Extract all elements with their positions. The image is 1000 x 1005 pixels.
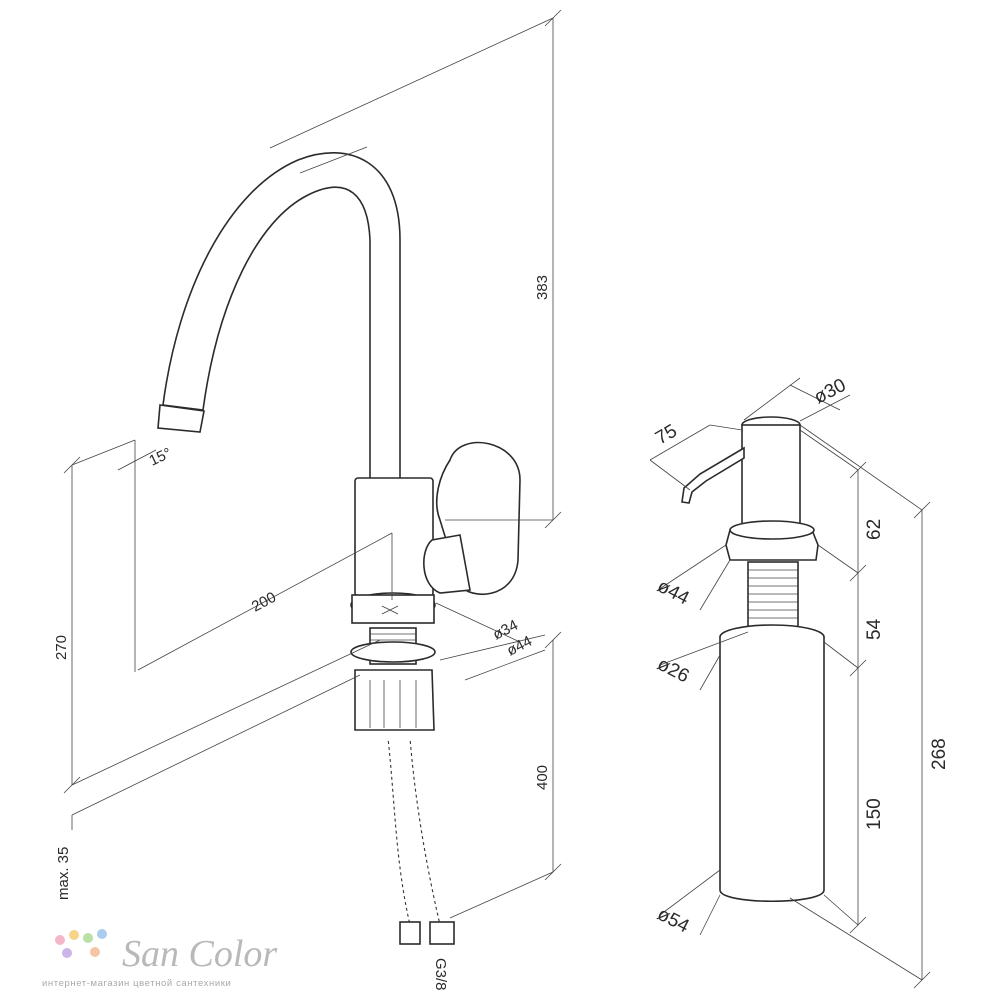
hose-right (409, 737, 441, 926)
dim-383-label: 383 (534, 275, 551, 300)
faucet-spout-tip (157, 404, 205, 433)
dim-d54-label: ø54 (654, 904, 693, 938)
logo-tagline: интернет-магазин цветной сантехники (42, 978, 231, 989)
base-center-mark-2 (381, 605, 399, 615)
dispenser-nozzle (681, 446, 745, 504)
logo-dot (83, 933, 93, 943)
faucet-drawing: 383 400 270 max. 35 200 15° ø34 ø44 (53, 9, 562, 991)
hose-fitting-left (399, 921, 421, 945)
dim-75-label: 75 (652, 421, 681, 450)
dim-400-label: 400 (534, 765, 551, 790)
logo-dot (69, 930, 79, 940)
faucet-lever-hub (423, 534, 471, 594)
faucet-body (354, 477, 434, 597)
faucet-fixing-nut (354, 669, 435, 731)
dim-200-label: 200 (249, 589, 279, 616)
dispenser-flange-top (729, 520, 815, 540)
dim-flange-d44-label: ø44 (654, 576, 693, 610)
faucet-washer (350, 641, 436, 663)
brand-logo: San Color интернет-магазин цветной санте… (42, 929, 277, 989)
ext-line-top (269, 17, 554, 149)
dispenser-bottle (719, 637, 825, 903)
dim-line-d44 (439, 634, 546, 661)
dispenser-head (741, 424, 801, 526)
logo-dot (55, 935, 65, 945)
soap-dispenser-drawing: ø30 75 62 54 150 268 ø44 ø26 (649, 375, 950, 989)
hose-left (387, 737, 411, 926)
dim-angle-label: 15° (147, 445, 175, 470)
thread-label: G3/8 (432, 958, 449, 991)
dim-62-label: 62 (864, 519, 885, 540)
logo-dot (62, 948, 72, 958)
logo-dot (97, 929, 107, 939)
dim-150-label: 150 (864, 798, 885, 830)
dim-max35-label: max. 35 (55, 847, 72, 900)
dim-54-label: 54 (864, 618, 885, 640)
dim-d26-label: ø26 (654, 654, 693, 688)
faucet-base (351, 594, 435, 624)
dim-d30-label: ø30 (811, 375, 850, 409)
dim-270-label: 270 (53, 635, 70, 660)
hose-fitting-right (429, 921, 455, 945)
logo-name: San Color (122, 933, 277, 975)
dim-line-200 (137, 532, 393, 671)
spout-highlight (299, 146, 368, 174)
dispenser-shank (747, 561, 799, 633)
dim-268-label: 268 (929, 738, 950, 770)
logo-dot (90, 947, 100, 957)
